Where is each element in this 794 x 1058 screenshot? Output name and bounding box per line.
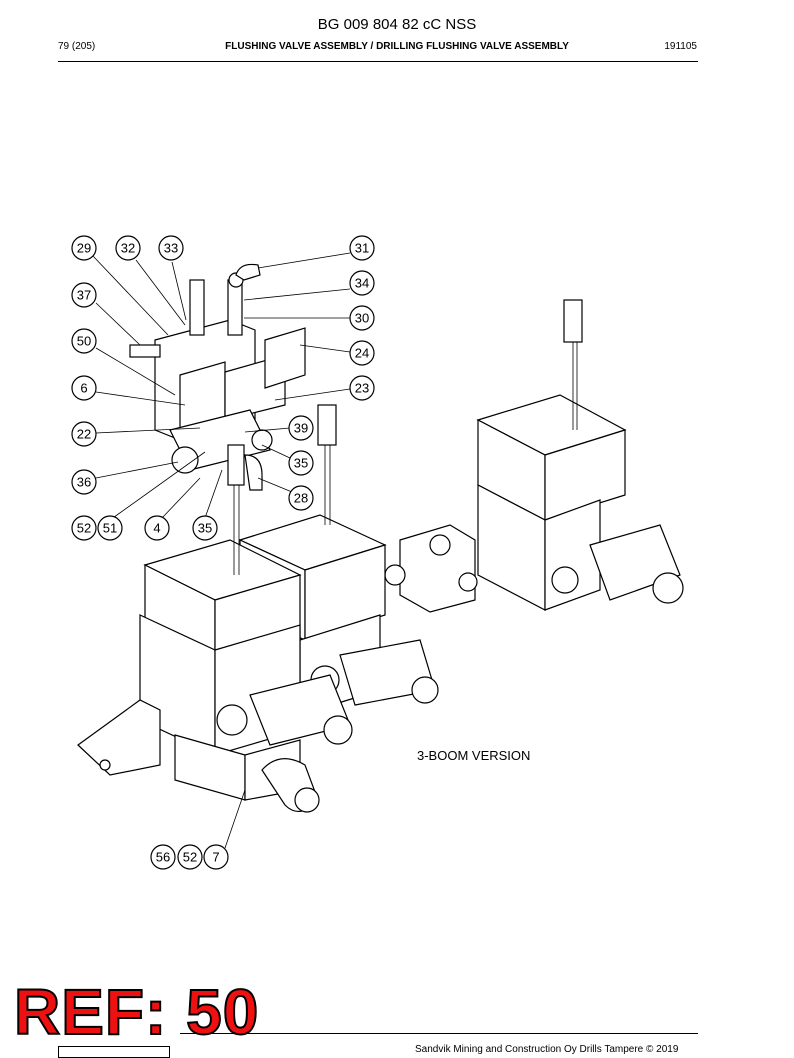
ref-stamp: REF: 50: [13, 976, 260, 1048]
callout-label: 35: [198, 521, 212, 536]
front-valve-block: [77, 539, 353, 813]
callout-23: 23: [349, 375, 375, 401]
document-title: BG 009 804 82 cC NSS: [317, 16, 477, 33]
callout-label: 22: [77, 427, 91, 442]
footer-rule: [180, 1033, 698, 1034]
callout-34: 34: [349, 270, 375, 296]
callout-label: 29: [77, 241, 91, 256]
callout-52b: 52: [177, 844, 203, 870]
callout-label: 32: [121, 241, 135, 256]
callout-39: 39: [288, 415, 314, 441]
callout-22: 22: [71, 421, 97, 447]
page-number: 79 (205): [58, 41, 96, 52]
right-valve-block: [384, 299, 684, 613]
callout-31: 31: [349, 235, 375, 261]
callout-label: 37: [77, 288, 91, 303]
callout-label: 31: [355, 241, 369, 256]
section-title: FLUSHING VALVE ASSEMBLY / DRILLING FLUSH…: [225, 41, 569, 52]
callout-label: 36: [77, 475, 91, 490]
callout-32: 32: [115, 235, 141, 261]
callout-7: 7: [203, 844, 229, 870]
callout-label: 51: [103, 521, 117, 536]
callout-30: 30: [349, 305, 375, 331]
callout-29: 29: [71, 235, 97, 261]
callout-56: 56: [150, 844, 176, 870]
callout-35b: 35: [192, 515, 218, 541]
callout-label: 52: [183, 850, 197, 865]
callout-label: 52: [77, 521, 91, 536]
callout-label: 39: [294, 421, 308, 436]
callout-28: 28: [288, 485, 314, 511]
callout-label: 30: [355, 311, 369, 326]
version-label: 3-BOOM VERSION: [417, 748, 531, 763]
leader-lines: [92, 252, 351, 849]
callout-35: 35: [288, 450, 314, 476]
callout-label: 35: [294, 456, 308, 471]
callout-label: 34: [355, 276, 369, 291]
callout-24: 24: [349, 340, 375, 366]
callout-label: 4: [153, 521, 160, 536]
callout-label: 7: [212, 850, 219, 865]
callout-51: 51: [97, 515, 123, 541]
callout-label: 24: [355, 346, 369, 361]
callout-36: 36: [71, 469, 97, 495]
callout-50: 50: [71, 328, 97, 354]
header-rule: [58, 61, 698, 62]
callout-4: 4: [144, 515, 170, 541]
callout-37: 37: [71, 282, 97, 308]
callout-33: 33: [158, 235, 184, 261]
callout-label: 56: [156, 850, 170, 865]
callout-label: 28: [294, 491, 308, 506]
copyright-text: Sandvik Mining and Construction Oy Drill…: [415, 1044, 679, 1055]
callout-6: 6: [71, 375, 97, 401]
callout-52: 52: [71, 515, 97, 541]
callout-label: 23: [355, 381, 369, 396]
flushing-valve-assembly: [129, 263, 306, 575]
callout-label: 6: [80, 381, 87, 396]
document-date: 191105: [664, 41, 697, 52]
callout-label: 50: [77, 334, 91, 349]
callout-label: 33: [164, 241, 178, 256]
